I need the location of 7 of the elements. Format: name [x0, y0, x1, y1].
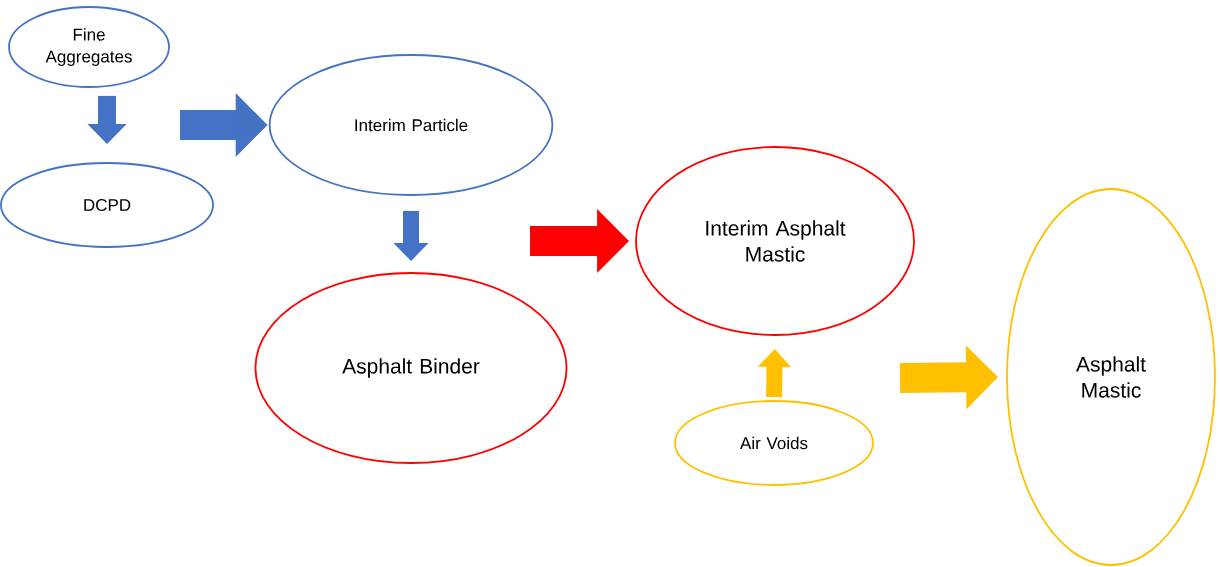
ellipse-node: Fine Aggregates — [8, 6, 170, 88]
ellipse-node: Air Voids — [674, 400, 874, 486]
ellipse-node: Asphalt Binder — [254, 272, 568, 464]
ellipse-node: DCPD — [0, 162, 214, 248]
ellipse-node: Interim Particle — [268, 54, 554, 196]
ellipse-node: Asphalt Mastic — [1006, 188, 1216, 566]
ellipse-node: Interim Asphalt Mastic — [635, 146, 915, 336]
